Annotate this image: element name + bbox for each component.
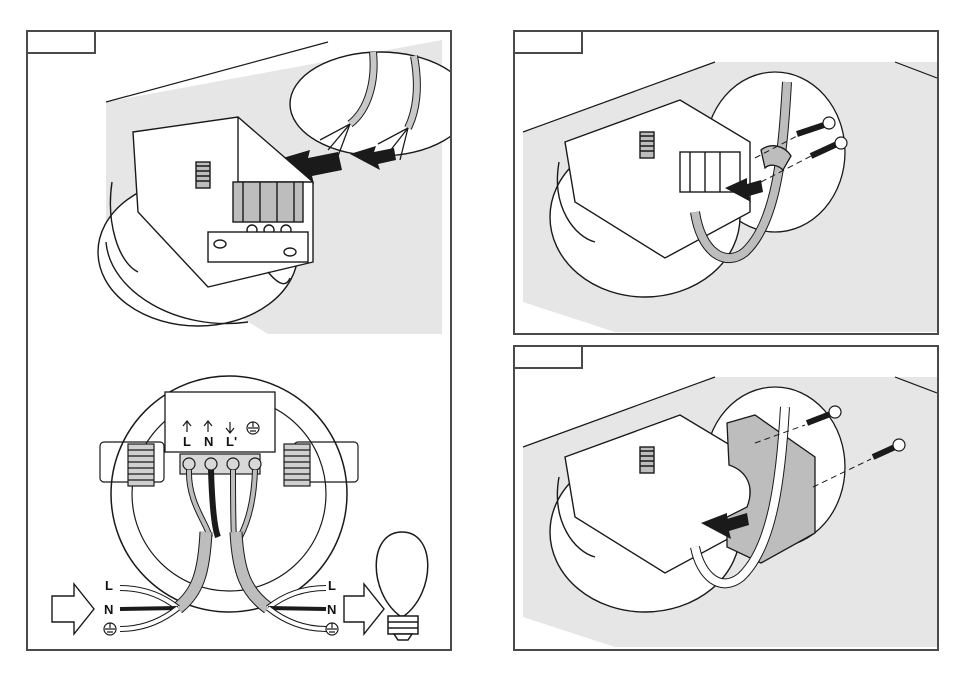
step-3-mount-cover-panel	[513, 345, 939, 651]
strain-relief-illustration	[515, 32, 939, 335]
step-number-tab	[515, 32, 583, 54]
step-1-insert-wires-panel: L N L'	[26, 30, 452, 651]
step-number-tab	[515, 347, 583, 369]
insert-wires-illustration	[28, 32, 452, 651]
step-number-tab	[28, 32, 96, 54]
step-2-strain-relief-panel	[513, 30, 939, 335]
mount-cover-illustration	[515, 347, 939, 651]
